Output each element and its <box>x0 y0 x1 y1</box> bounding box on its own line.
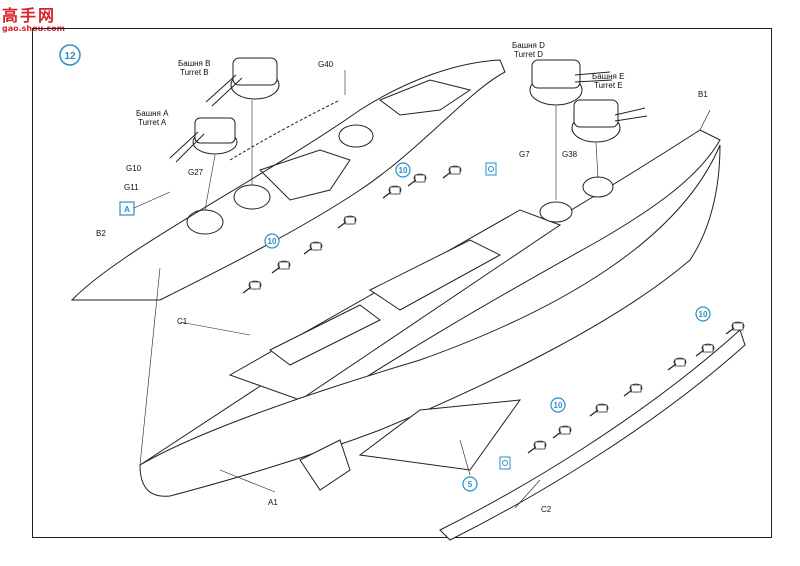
turret-a <box>169 117 238 163</box>
part-label-b2: B2 <box>96 229 106 238</box>
svg-text:12: 12 <box>64 51 76 62</box>
hull-a1 <box>139 144 721 497</box>
part-label-g27: G27 <box>188 168 204 177</box>
turret-e-label-ru: Башня E <box>592 72 624 81</box>
side-piece-c2 <box>358 329 746 541</box>
leader-lines <box>139 70 711 509</box>
turret-b-label-ru: Башня B <box>178 59 210 68</box>
part-label-b1: B1 <box>698 90 708 99</box>
part-label-a1: A1 <box>268 498 278 507</box>
turret-a-label-en: Turret A <box>138 118 167 127</box>
gun-callout-1: 10 <box>395 162 411 178</box>
main-deck-c1 <box>139 129 721 466</box>
watermark-logo: 高手网 <box>2 6 57 25</box>
turret-b-label-en: Turret B <box>180 68 209 77</box>
turret-d-label-en: Turret D <box>514 50 543 59</box>
turret-d-label-ru: Башня D <box>512 41 545 50</box>
part-label-g11: G11 <box>124 183 139 192</box>
svg-text:A: A <box>124 205 130 214</box>
svg-text:10: 10 <box>554 401 563 410</box>
turret-d <box>529 59 613 106</box>
part-label-c1: C1 <box>177 317 188 326</box>
svg-text:10: 10 <box>268 237 277 246</box>
step-number-badge: 12 <box>59 44 81 66</box>
part-label-g38: G38 <box>562 150 578 159</box>
gun-callout-3: 10 <box>550 397 566 413</box>
svg-text:5: 5 <box>468 480 473 489</box>
gun-callout-2: 10 <box>264 233 280 249</box>
part-label-g7: G7 <box>519 150 530 159</box>
callout-a-box: A <box>119 191 171 216</box>
part-label-g40: G40 <box>318 60 334 69</box>
upper-deck-b2 <box>70 59 506 301</box>
turret-e <box>571 99 648 143</box>
turret-b <box>205 57 280 107</box>
glue-icon <box>499 456 511 470</box>
part-label-c2: C2 <box>541 505 552 514</box>
instruction-frame <box>32 28 772 538</box>
svg-text:10: 10 <box>399 166 408 175</box>
glue-icon <box>485 162 497 176</box>
sub-assembly-callout: 5 <box>462 476 478 492</box>
part-label-g10: G10 <box>126 164 142 173</box>
turret-e-label-en: Turret E <box>594 81 623 90</box>
gun-callout-4: 10 <box>695 306 711 322</box>
svg-text:10: 10 <box>699 310 708 319</box>
turret-a-label-ru: Башня A <box>136 109 169 118</box>
